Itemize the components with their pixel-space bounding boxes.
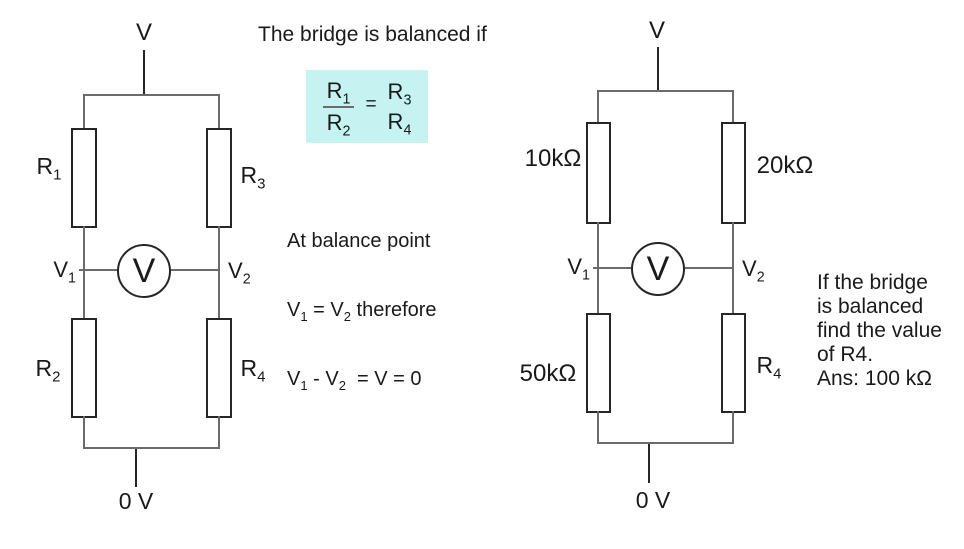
left-lower-left-rail bbox=[83, 416, 85, 449]
right-mid-right-rail bbox=[732, 222, 734, 315]
resistor-r1-label: R1 bbox=[36, 153, 62, 184]
left-supply-voltage-label: V bbox=[135, 19, 152, 46]
balance-note-line-2: V1 = V2 therefore bbox=[287, 299, 437, 324]
formula-lhs-fraction: R1 R2 bbox=[322, 78, 355, 139]
formula-lhs-numerator: R1 bbox=[322, 78, 355, 108]
right-upper-right-rail bbox=[732, 90, 734, 124]
left-ground-label: 0 V bbox=[118, 488, 154, 514]
right-supply-wire bbox=[657, 47, 659, 92]
left-mid-left-rail bbox=[83, 226, 85, 320]
right-upper-left-rail bbox=[597, 90, 599, 124]
right-voltmeter-label: V bbox=[646, 249, 670, 288]
right-node-v1-label: V1 bbox=[567, 254, 590, 284]
exercise-question-text: If the bridge is balanced find the value… bbox=[817, 271, 942, 390]
left-ground-wire bbox=[135, 449, 137, 487]
left-meter-wire-left bbox=[79, 269, 119, 271]
right-bottom-wire bbox=[597, 442, 734, 444]
right-lower-left-rail bbox=[597, 411, 599, 444]
right-supply-voltage-label: V bbox=[648, 17, 665, 44]
resistor-r3-label: R3 bbox=[240, 162, 266, 193]
left-top-wire bbox=[83, 94, 220, 96]
right-top-wire bbox=[597, 90, 734, 92]
left-lower-right-rail bbox=[218, 416, 220, 449]
resistor-r4-unknown-label: R4 bbox=[756, 352, 782, 383]
resistor-10k-label: 10kΩ bbox=[524, 145, 582, 172]
resistor-r2-label: R2 bbox=[35, 355, 61, 386]
right-voltmeter: V bbox=[631, 242, 685, 296]
right-node-v2-label: V2 bbox=[742, 256, 765, 286]
left-mid-right-rail bbox=[218, 226, 220, 320]
balance-note: At balance point V1 = V2 therefore V1 - … bbox=[287, 184, 437, 437]
formula-lhs-denominator: R2 bbox=[326, 109, 351, 139]
left-upper-left-rail bbox=[83, 94, 85, 130]
balance-note-line-3: V1 - V2 = V = 0 bbox=[287, 368, 422, 393]
balance-formula-box: R1 R2 = R3 R4 bbox=[306, 70, 428, 143]
left-voltmeter-label: V bbox=[132, 251, 156, 290]
resistor-20k-body bbox=[721, 122, 746, 224]
resistor-r4-body bbox=[206, 318, 232, 418]
left-node-v2-label: V2 bbox=[228, 258, 251, 288]
right-ground-label: 0 V bbox=[635, 487, 671, 513]
resistor-10k-body bbox=[586, 122, 611, 224]
resistor-50k-body bbox=[586, 313, 611, 413]
left-node-v1-label: V1 bbox=[53, 257, 76, 287]
formula-rhs-denominator: R4 bbox=[387, 108, 412, 138]
resistor-r4-unknown-body bbox=[721, 313, 746, 413]
right-lower-right-rail bbox=[732, 411, 734, 444]
left-voltmeter: V bbox=[117, 244, 171, 298]
right-meter-wire-right bbox=[684, 267, 733, 269]
resistor-r4-label: R4 bbox=[240, 355, 266, 386]
left-bottom-wire bbox=[83, 447, 220, 449]
resistor-r2-body bbox=[71, 318, 97, 418]
right-ground-wire bbox=[648, 444, 650, 483]
formula-rhs-numerator: R3 bbox=[387, 78, 412, 108]
left-meter-wire-right bbox=[169, 269, 219, 271]
balance-note-line-1: At balance point bbox=[287, 230, 431, 252]
balance-condition-title: The bridge is balanced if bbox=[258, 23, 487, 46]
right-meter-wire-left bbox=[593, 267, 632, 269]
formula-equals-sign: = bbox=[365, 93, 377, 115]
resistor-r1-body bbox=[71, 128, 97, 228]
left-supply-wire bbox=[143, 50, 145, 95]
resistor-20k-label: 20kΩ bbox=[756, 152, 814, 179]
resistor-50k-label: 50kΩ bbox=[519, 360, 577, 387]
left-upper-right-rail bbox=[218, 94, 220, 130]
formula-rhs-fraction: R3 R4 bbox=[387, 78, 412, 138]
